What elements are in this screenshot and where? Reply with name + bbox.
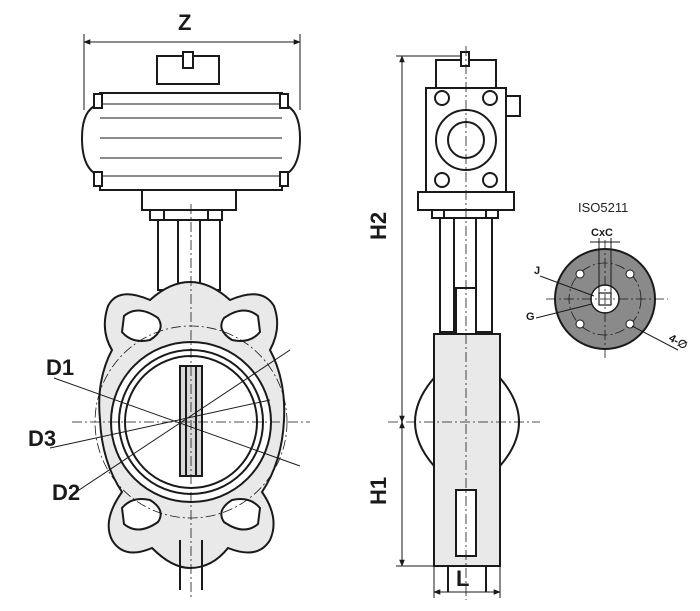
side-view: H2 H1 L	[366, 46, 540, 600]
h1-label: H1	[366, 477, 391, 505]
actuator-body	[80, 92, 302, 191]
d1-label: D1	[46, 355, 74, 380]
d1-leader	[53, 377, 301, 467]
mounting-bracket	[141, 189, 237, 211]
z-label: Z	[178, 10, 191, 35]
cxc-label: CxC	[591, 227, 613, 239]
j-label: J	[534, 265, 540, 277]
h2-label: H2	[366, 212, 391, 240]
g-label: G	[526, 311, 535, 323]
iso-label: ISO5211	[578, 200, 628, 215]
valve-neck	[157, 219, 221, 291]
front-view: Z	[28, 10, 310, 600]
lug-slot-bottom-left	[120, 498, 162, 531]
lug-slot-top-right	[220, 309, 262, 342]
l-label: L	[456, 566, 469, 591]
d2-label: D2	[52, 480, 80, 505]
lug-slot-bottom-right	[220, 498, 262, 531]
iso5211-flange-detail: ISO5211 CxC J G 4-∅	[526, 200, 689, 360]
lug-slot-top-left	[120, 309, 162, 342]
d2-leader	[69, 349, 291, 497]
d3-leader	[49, 399, 271, 449]
bolt-holes-label: 4-∅	[667, 332, 690, 352]
d3-label: D3	[28, 426, 56, 451]
